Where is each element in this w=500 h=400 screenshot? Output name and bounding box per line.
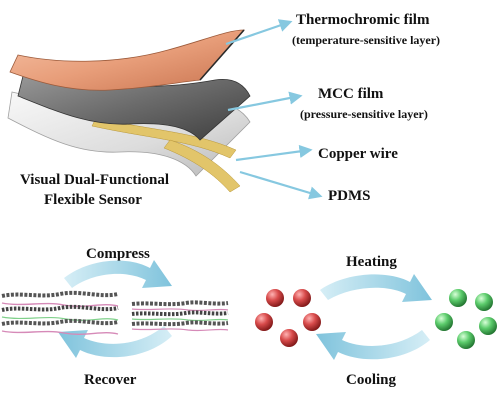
green-sphere — [457, 331, 475, 349]
pointer-pdms — [239, 170, 323, 200]
copper-label: Copper wire — [318, 146, 398, 162]
red-sphere — [280, 329, 298, 347]
pointer-mcc — [227, 91, 303, 112]
heating-label: Heating — [346, 254, 397, 270]
pointer-thermochromic — [225, 19, 293, 46]
cooling-label: Cooling — [346, 372, 397, 388]
green-sphere — [479, 317, 497, 335]
copper-wire-2 — [163, 139, 241, 193]
green-sphere — [475, 293, 493, 311]
sensor-label-line1: Visual Dual-Functional — [20, 172, 169, 188]
compress-label: Compress — [86, 246, 150, 262]
heating-arrow — [320, 274, 432, 302]
cooling-arrow — [316, 330, 430, 360]
recover-arrow — [58, 326, 172, 358]
thermochromic-subtitle: (temperature-sensitive layer) — [292, 33, 440, 47]
green-sphere — [435, 313, 453, 331]
red-sphere — [255, 313, 273, 331]
mcc-subtitle: (pressure-sensitive layer) — [300, 107, 428, 121]
compress-arrow — [64, 260, 172, 288]
relaxed-film-stack — [1, 290, 119, 335]
green-sphere-cluster — [435, 289, 497, 349]
sensor-label-line2: Flexible Sensor — [44, 192, 142, 208]
red-sphere — [266, 289, 284, 307]
pointer-copper — [235, 144, 313, 162]
red-sphere — [303, 313, 321, 331]
green-sphere — [449, 289, 467, 307]
mcc-title: MCC film — [318, 86, 384, 102]
copper-wire-1 — [91, 117, 237, 159]
red-sphere — [293, 289, 311, 307]
compressed-film-stack — [131, 300, 229, 332]
thermochromic-title: Thermochromic film — [296, 12, 430, 28]
red-sphere-cluster — [255, 289, 321, 347]
pdms-label: PDMS — [328, 188, 371, 204]
thermochromic-edge — [199, 29, 245, 81]
recover-label: Recover — [84, 372, 137, 388]
